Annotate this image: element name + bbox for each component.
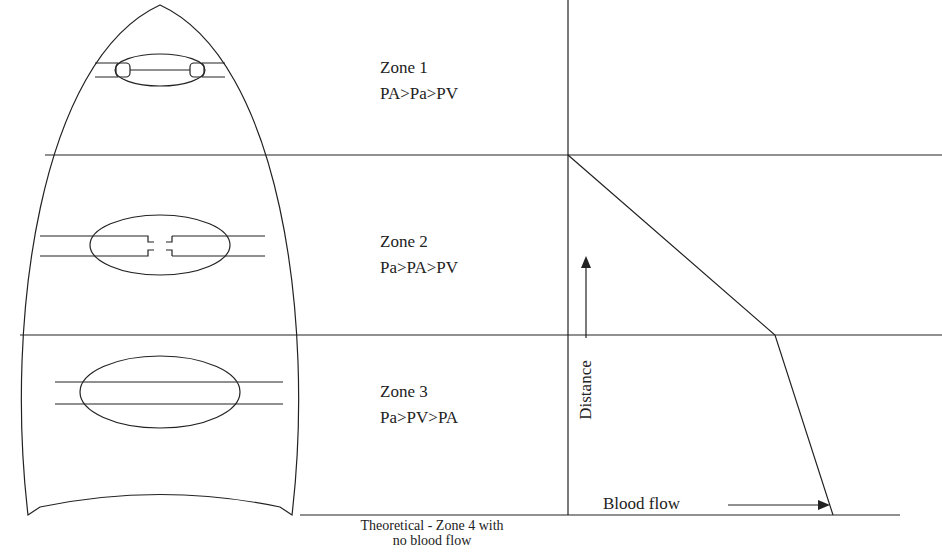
vessel-end <box>190 63 204 77</box>
lung-outline <box>21 5 298 515</box>
open-vessel <box>55 382 283 404</box>
alveolus <box>80 356 240 428</box>
arrow-head <box>581 256 591 268</box>
zone-note: Theoretical - Zone 4 with no blood flow <box>357 518 507 548</box>
axis-label: Distance <box>576 360 596 419</box>
blood-flow-arrow <box>728 504 822 505</box>
alveolus <box>90 215 230 275</box>
zone-name: Zone 2 <box>380 232 428 252</box>
zone-boundary <box>45 154 942 155</box>
arrow-head <box>818 500 830 510</box>
collapsed-vessel <box>95 63 225 77</box>
pressure-relation: Pa>PA>PV <box>380 258 458 278</box>
pressure-relation: PA>Pa>PV <box>380 84 458 104</box>
pressure-relation: Pa>PV>PA <box>380 408 458 428</box>
distance-arrow <box>585 262 586 338</box>
zone-boundary <box>300 514 900 515</box>
vessel-end <box>116 63 130 77</box>
zone-boundary <box>20 334 942 335</box>
y-axis <box>567 0 568 515</box>
zone-name: Zone 1 <box>380 58 428 78</box>
axis-label: Blood flow <box>603 494 680 514</box>
zone-name: Zone 3 <box>380 382 428 402</box>
blood-flow-curve <box>568 155 833 515</box>
narrowed-vessel <box>40 236 265 256</box>
